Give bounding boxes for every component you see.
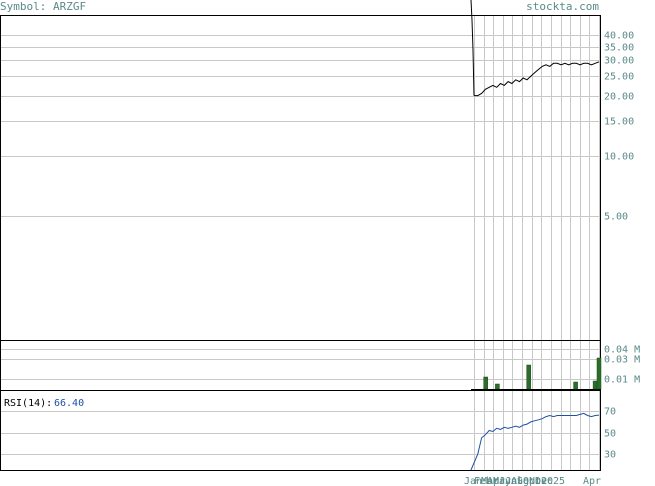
price-panel-frame [0, 15, 601, 341]
price-tick-label: 30.00 [604, 56, 634, 67]
volume-tick-label: 0.04 M [604, 345, 640, 356]
price-tick-label: 5.00 [604, 212, 628, 223]
rsi-tick-label: 50 [604, 429, 616, 440]
site-name[interactable]: stockta.com [526, 0, 599, 13]
x-tick-label: 2025 [541, 476, 565, 486]
x-tick-label: Feb [474, 476, 492, 486]
vertical-grid [474, 16, 600, 470]
price-tick-label: 15.00 [604, 117, 634, 128]
volume-panel-frame [0, 340, 601, 391]
volume-bars [483, 357, 602, 390]
rsi-tick-label: 30 [604, 450, 616, 461]
rsi-value: 66.40 [54, 398, 84, 409]
x-tick-label: Dec [535, 476, 553, 486]
volume-bar [592, 380, 598, 390]
x-tick-label: Jan [464, 476, 482, 486]
price-tick-label: 20.00 [604, 92, 634, 103]
price-tick-label: 10.00 [604, 152, 634, 163]
x-tick-label: Aug [511, 476, 529, 486]
price-tick-label: 25.00 [604, 72, 634, 83]
x-tick-label: Jul [505, 476, 523, 486]
x-axis-labels: JanFebMarAprMayJunJulAugSepOctNovDec2025… [464, 476, 601, 486]
price-line-entry [470, 0, 475, 96]
volume-bar [483, 376, 488, 390]
price-tick-label: 35.00 [604, 43, 634, 54]
volume-bar [573, 381, 578, 390]
x-tick-label: Mar [481, 476, 499, 486]
x-tick-label: Apr [487, 476, 505, 486]
price-tick-label: 40.00 [604, 31, 634, 42]
volume-tick-label: 0.01 M [604, 375, 640, 386]
volume-bar [495, 383, 500, 390]
price-line [474, 61, 600, 97]
x-tick-label: Sep [517, 476, 535, 486]
rsi-tick-label: 70 [604, 407, 616, 418]
rsi-panel-frame [0, 390, 601, 471]
volume-bar [526, 364, 531, 390]
price-grid [1, 35, 600, 217]
volume-grid [1, 349, 600, 380]
rsi-line [470, 412, 600, 471]
volume-tick-label: 0.03 M [604, 355, 640, 366]
x-tick-label: Jun [499, 476, 517, 486]
rsi-axis-labels: 70 50 30 [604, 407, 616, 461]
x-tick-label: Apr [583, 476, 601, 486]
rsi-grid [1, 411, 600, 455]
x-tick-label: May [493, 476, 511, 486]
rsi-label: RSI(14): [4, 398, 52, 409]
x-tick-label: Oct [523, 476, 541, 486]
symbol-label: Symbol: ARZGF [0, 0, 87, 13]
volume-bar [596, 357, 602, 390]
x-tick-label: Nov [529, 476, 547, 486]
volume-axis-labels: 0.04 M0.03 M 0.01 M [604, 345, 640, 386]
